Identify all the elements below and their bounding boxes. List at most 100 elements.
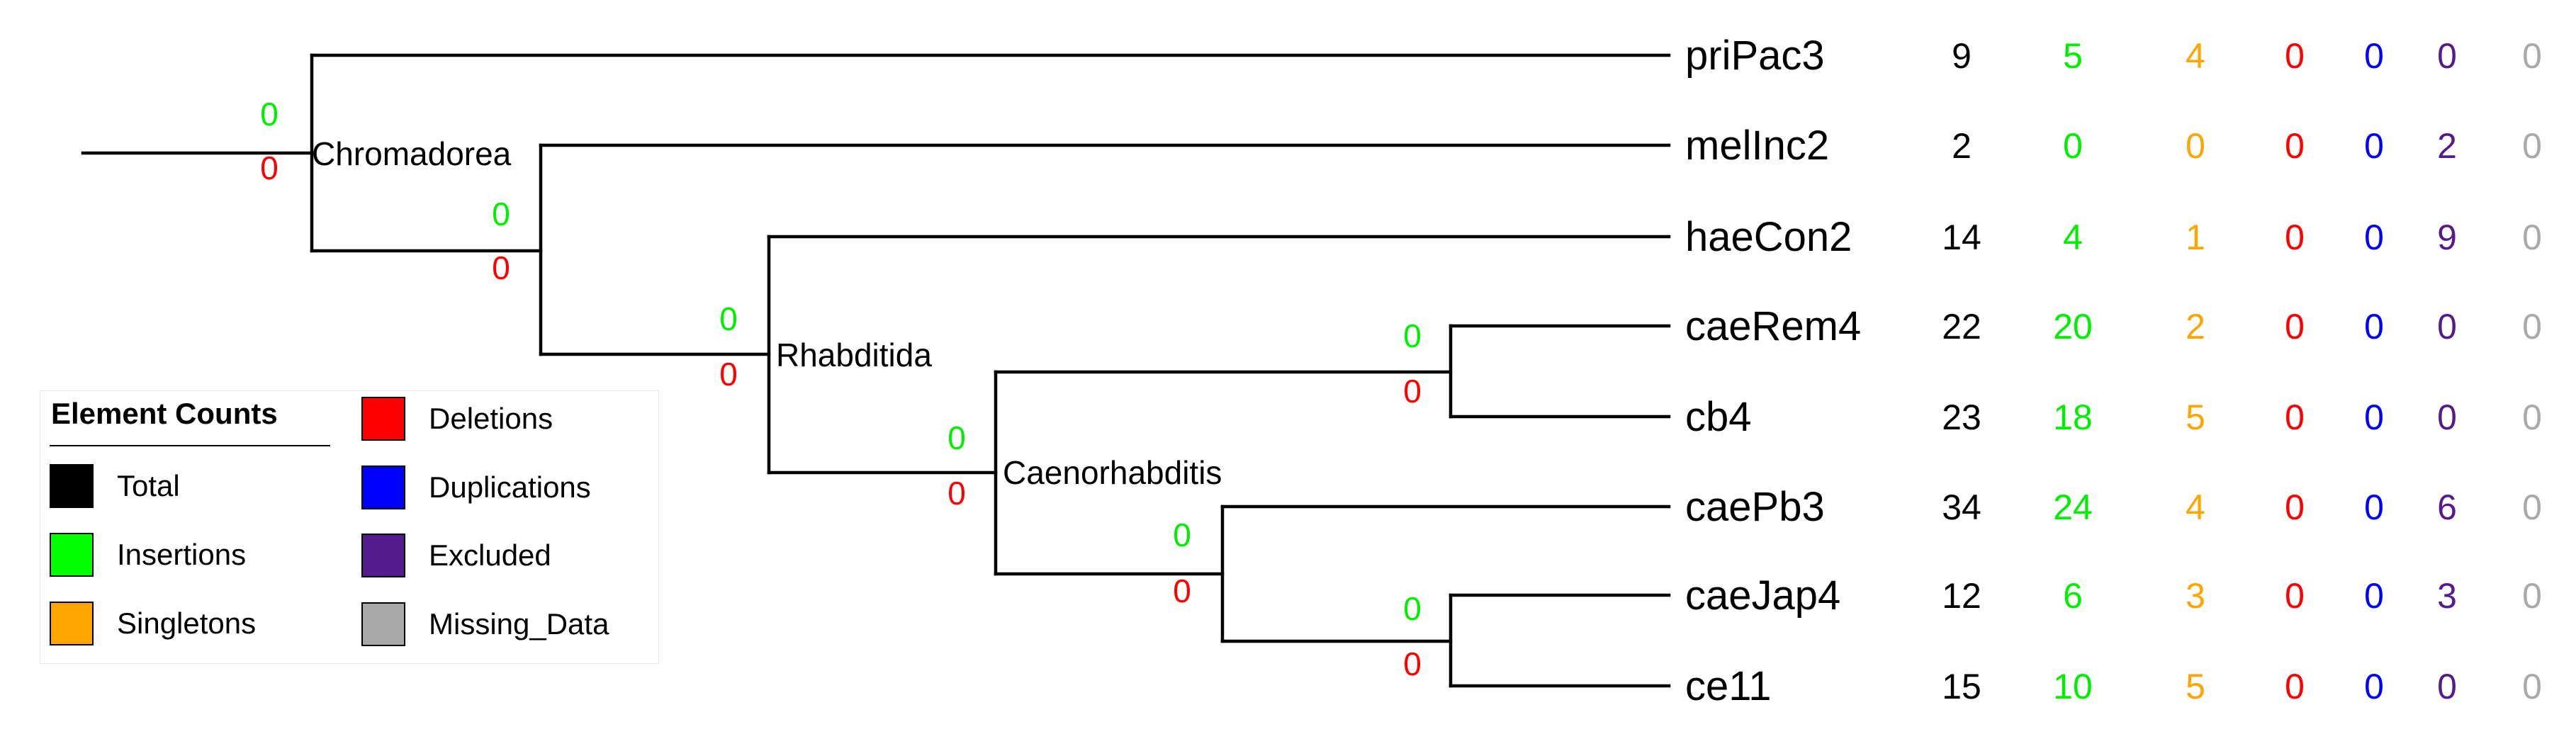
count-value: 2 [2437,126,2457,166]
taxon-label: priPac3 [1685,33,1825,79]
taxon-label: cb4 [1685,394,1752,440]
taxon-label: ce11 [1685,663,1771,709]
count-value: 0 [2285,667,2305,706]
deletions-swatch-icon [361,397,405,441]
legend-label: Missing_Data [429,607,609,641]
clade-label: Caenorhabditis [1003,454,1222,491]
excluded-swatch-icon [361,534,405,577]
count-value: 5 [2186,667,2205,706]
legend-title: Element Counts [51,397,278,430]
count-value: 0 [2522,576,2542,616]
branch-value-top: 0 [260,96,279,132]
taxon-label: caeJap4 [1685,572,1840,619]
count-value: 0 [2522,307,2542,346]
taxon-label: caePb3 [1685,484,1825,530]
legend-item: Excluded [361,534,551,577]
legend-item: Missing_Data [361,602,609,646]
count-value: 0 [2364,307,2384,346]
branch-value-bottom: 0 [947,475,966,512]
count-value: 0 [2437,36,2457,76]
duplications-swatch-icon [361,466,405,509]
count-value: 0 [2285,307,2305,346]
count-value: 22 [1942,307,1981,346]
count-value: 1 [2186,218,2205,257]
count-value: 0 [2364,576,2384,616]
count-value: 0 [2364,397,2384,437]
count-value: 9 [2437,218,2457,257]
count-value: 0 [2364,218,2384,257]
count-value: 0 [2522,667,2542,706]
count-value: 0 [2364,487,2384,527]
taxon-label: melInc2 [1685,123,1829,169]
count-value: 23 [1942,397,1981,437]
count-value: 0 [2063,126,2083,166]
branch-value-bottom: 0 [1403,373,1422,410]
count-value: 6 [2437,487,2457,527]
branch-value-top: 0 [1403,590,1422,627]
count-value: 0 [2285,576,2305,616]
legend-item: Duplications [361,466,591,509]
clade-label: Rhabditida [776,337,932,373]
legend-label: Insertions [117,538,247,571]
count-value: 5 [2186,397,2205,437]
count-value: 10 [2053,667,2093,706]
count-value: 0 [2285,36,2305,76]
count-value: 0 [2522,397,2542,437]
branch-value-top: 0 [1403,317,1422,354]
tree-branches [81,53,1671,688]
count-value: 9 [1952,36,1972,76]
branch-value-bottom: 0 [1403,645,1422,682]
count-value: 0 [2522,218,2542,257]
count-value: 0 [2285,126,2305,166]
branch-value-top: 0 [1173,517,1191,553]
count-value: 0 [2186,126,2205,166]
singletons-swatch-icon [50,602,94,645]
count-value: 34 [1942,487,1981,527]
count-value: 0 [2364,36,2384,76]
count-value: 18 [2053,397,2093,437]
count-value: 0 [2285,487,2305,527]
count-value: 0 [2364,126,2384,166]
legend-label: Singletons [117,607,257,640]
count-value: 5 [2063,36,2083,76]
count-value: 0 [2364,667,2384,706]
count-value: 0 [2285,218,2305,257]
legend-item: Singletons [50,602,256,645]
count-value: 0 [2522,126,2542,166]
count-value: 0 [2285,397,2305,437]
clade-label: Chromadorea [312,135,512,172]
count-value: 24 [2053,487,2093,527]
count-value: 0 [2522,487,2542,527]
insertions-swatch-icon [50,533,94,577]
branch-value-top: 0 [947,419,966,456]
count-value: 4 [2186,487,2205,527]
count-value: 0 [2437,307,2457,346]
count-value: 3 [2437,576,2457,616]
total-swatch-icon [50,464,94,508]
legend-item: Deletions [361,397,553,441]
legend-label: Total [117,469,180,502]
count-value: 4 [2186,36,2205,76]
count-value: 15 [1942,667,1981,706]
count-value: 14 [1942,218,1981,257]
count-value: 0 [2437,667,2457,706]
missing-data-swatch-icon [361,602,405,646]
legend-label: Excluded [429,538,551,572]
branch-value-bottom: 0 [492,249,510,286]
count-value: 2 [1952,126,1972,166]
count-value: 4 [2063,218,2083,257]
legend [40,390,659,664]
count-value: 3 [2186,576,2205,616]
legend-title-underline [50,445,330,446]
branch-value-bottom: 0 [1173,572,1191,609]
count-value: 0 [2437,397,2457,437]
legend-item: Insertions [50,533,246,577]
branch-value-top: 0 [719,300,738,337]
branch-value-bottom: 0 [260,150,279,186]
count-value: 0 [2522,36,2542,76]
legend-label: Deletions [429,402,553,435]
count-value: 2 [2186,307,2205,346]
count-value: 12 [1942,576,1981,616]
legend-label: Duplications [429,470,591,504]
